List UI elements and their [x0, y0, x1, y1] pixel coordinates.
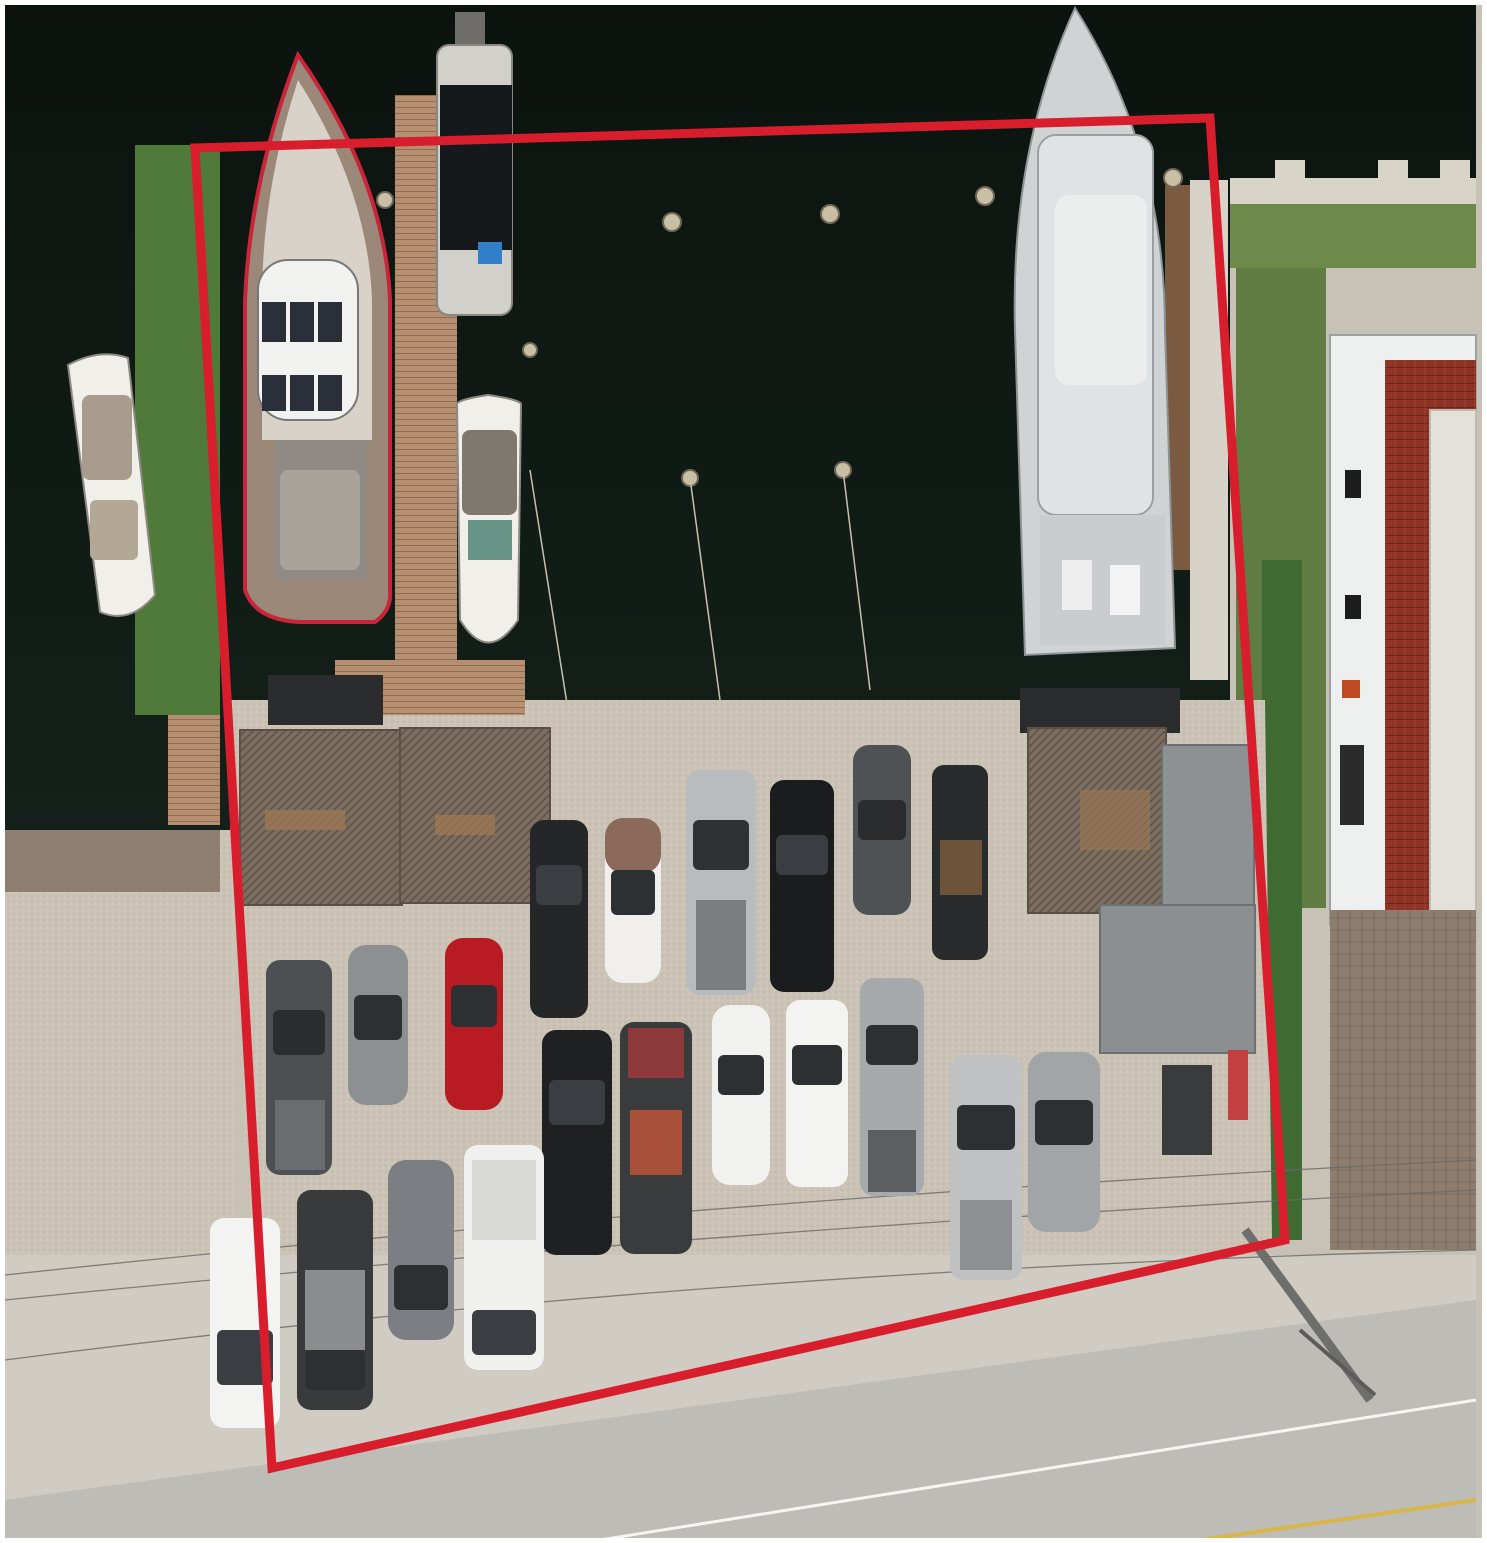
car-icon — [388, 1160, 454, 1340]
turf-dock-ramp — [168, 715, 220, 825]
car-icon — [1028, 1052, 1100, 1232]
boat-icon — [455, 393, 523, 644]
car-icon — [770, 780, 834, 992]
left-lot — [5, 830, 235, 1260]
dock-shed — [268, 675, 383, 725]
neighbor-building — [1329, 334, 1477, 990]
boat-icon — [243, 50, 393, 624]
car-icon — [686, 770, 756, 995]
road-centerline — [1179, 1498, 1477, 1543]
parked-cars — [210, 745, 1100, 1428]
utility-pole — [1241, 1227, 1377, 1403]
neighbor-paving — [1330, 910, 1476, 1250]
car-icon — [542, 1030, 612, 1255]
property-boundary — [190, 113, 1290, 1474]
left-boardwalk — [5, 830, 220, 892]
mooring-lines — [529, 469, 871, 711]
car-icon — [297, 1190, 373, 1410]
car-icon — [605, 818, 661, 983]
car-icon — [266, 960, 332, 1175]
car-icon — [712, 1005, 770, 1185]
tiki-hut-icon — [1027, 727, 1167, 914]
car-icon — [348, 945, 408, 1105]
road — [5, 1300, 1476, 1543]
dock-shed-right — [1020, 688, 1180, 733]
car-icon — [445, 938, 503, 1110]
car-icon — [932, 765, 988, 960]
tiki-hut-icon — [239, 729, 403, 906]
car-icon — [853, 745, 911, 915]
car-icon — [786, 1000, 848, 1187]
turf-dock — [135, 145, 220, 715]
building-icon — [1099, 744, 1256, 1155]
boat-icon — [1013, 5, 1177, 657]
pilings — [376, 168, 1183, 487]
car-icon — [464, 1145, 544, 1370]
boat-icon — [66, 353, 157, 617]
car-icon — [860, 978, 924, 1196]
tiki-hut-icon — [399, 727, 551, 904]
car-icon — [950, 1055, 1022, 1280]
car-icon — [620, 1022, 692, 1254]
car-icon — [530, 820, 588, 1018]
neighbor-lawn — [1230, 204, 1476, 268]
seawall-right — [1230, 160, 1476, 204]
road-marking — [599, 1398, 1477, 1542]
boat-icon — [436, 12, 513, 316]
